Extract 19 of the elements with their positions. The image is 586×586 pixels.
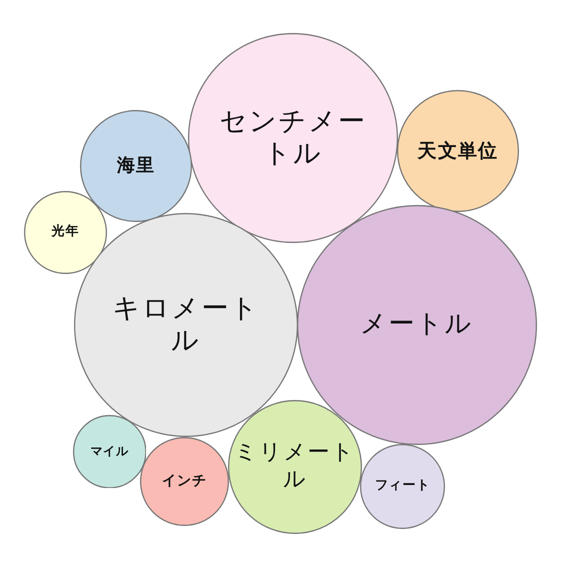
bubble [228, 400, 362, 534]
bubble-label: インチ [162, 472, 207, 490]
bubble [80, 110, 192, 222]
bubble [140, 436, 229, 526]
bubble-label: フィート [374, 478, 430, 494]
bubble-label: メートル [360, 309, 474, 341]
bubble-label: センチメートル [218, 106, 368, 170]
bubble [360, 444, 445, 528]
bubble [24, 190, 107, 274]
bubble-label: ミリメートル [234, 440, 356, 493]
bubble [397, 90, 519, 212]
bubble [296, 205, 536, 445]
bubble-label: 天文単位 [418, 140, 498, 162]
bubble-label: 海里 [116, 155, 156, 177]
bubble-label: キロメートル [111, 292, 261, 358]
bubble-label: マイル [90, 444, 129, 459]
bubble [72, 414, 146, 488]
bubble-label: 光年 [52, 224, 80, 240]
bubble [188, 33, 398, 243]
